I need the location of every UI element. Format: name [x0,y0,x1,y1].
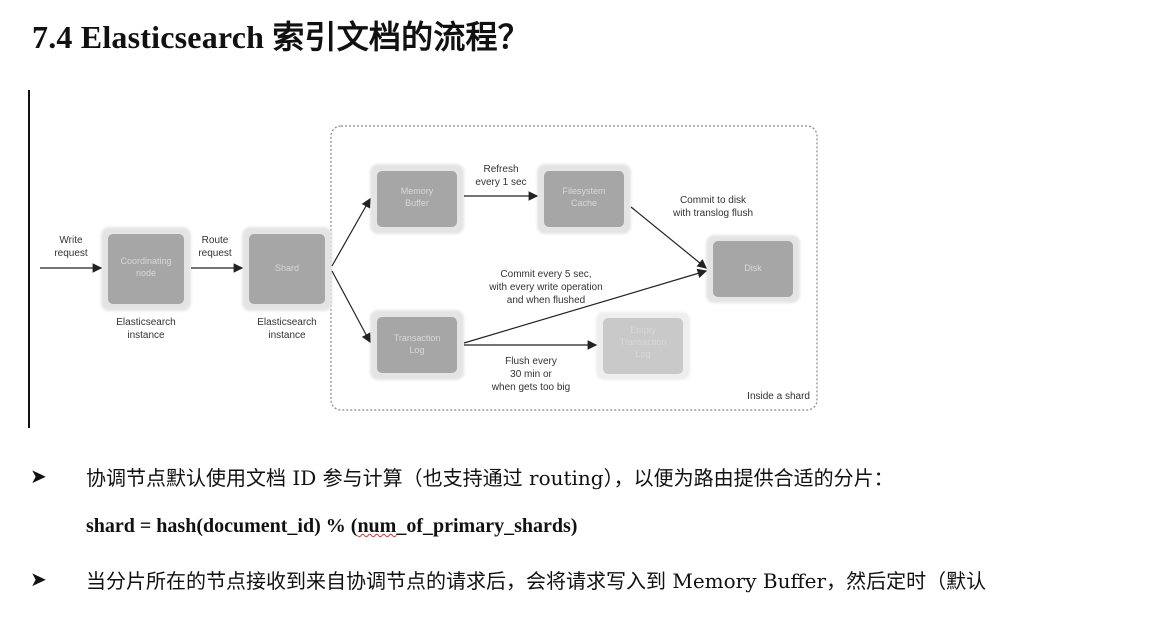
shard-container [330,125,818,411]
disk-box: Disk [706,235,800,303]
bullet-arrow-icon: ➤ [30,464,47,488]
formula-part-1: shard = hash(document_id) % ( [86,515,358,537]
commit-every-label-1: Commit every 5 sec, [500,269,591,280]
memory-buffer-label-1: Memory [401,186,434,196]
coordinating-node-box: Coordinating node [101,227,191,311]
commit-to-disk-label-2: with translog flush [672,208,753,219]
empty-log-label-1: Empty [630,325,656,335]
coordinating-node-label-2: node [136,268,156,278]
bullet-text: 当分片所在的节点接收到来自协调节点的请求后，会将请求写入到 Memory Buf… [86,569,987,593]
arrow-commit-to-disk [630,206,707,269]
indexing-flow-diagram: Coordinating node Shard Memory Buffer Fi… [40,125,818,411]
arrow-commit-every [463,268,708,344]
instance-label-2a: Elasticsearch [257,317,316,328]
arrow-to-memory-buffer [331,197,371,267]
memory-buffer-box: Memory Buffer [370,164,464,234]
formula-part-3: _of_primary_shards) [396,515,578,537]
shard-box: Shard [242,227,332,311]
arrow-to-transaction-log [331,270,371,344]
empty-log-label-2: Transaction [620,337,667,347]
write-request-label-1: Write [59,235,83,246]
route-request-label-1: Route [202,235,229,246]
instance-label-1b: instance [127,330,165,341]
commit-every-label-3: and when flushed [507,295,585,306]
shard-label: Shard [275,263,299,273]
bullet-text: 协调节点默认使用文档 ID 参与计算（也支持通过 routing），以便为路由提… [86,466,894,490]
filesystem-cache-label-1: Filesystem [562,186,605,196]
refresh-label-2: every 1 sec [475,177,526,188]
coordinating-node-label-1: Coordinating [120,256,171,266]
route-request-label-2: request [198,248,232,259]
instance-label-2b: instance [268,330,306,341]
formula-part-2: num [357,515,397,537]
left-margin-rule [28,90,30,428]
bullet-arrow-icon: ➤ [30,567,47,591]
flush-every-label-1: Flush every [505,356,557,367]
bullet-item: ➤ 协调节点默认使用文档 ID 参与计算（也支持通过 routing），以便为路… [0,462,1155,496]
disk-label: Disk [744,263,762,273]
instance-label-1a: Elasticsearch [116,317,175,328]
commit-every-label-2: with every write operation [488,282,602,293]
write-request-label-2: request [54,248,88,259]
transaction-log-label-2: Log [409,345,424,355]
page-title: 7.4 Elasticsearch 索引文档的流程？ [32,19,530,55]
refresh-label-1: Refresh [483,164,518,175]
transaction-log-label-1: Transaction [394,333,441,343]
filesystem-cache-box: Filesystem Cache [537,164,631,234]
filesystem-cache-label-2: Cache [571,198,597,208]
empty-log-label-3: Log [635,349,650,359]
flush-every-label-3: when gets too big [491,382,570,393]
shard-formula: shard = hash(document_id) % (num_of_prim… [86,515,577,538]
inside-shard-label: Inside a shard [747,391,810,402]
empty-transaction-log-box: Empty Transaction Log [596,312,690,380]
flush-every-label-2: 30 min or [510,369,552,380]
transaction-log-box: Transaction Log [370,310,464,380]
commit-to-disk-label-1: Commit to disk [680,195,747,206]
memory-buffer-label-2: Buffer [405,198,429,208]
bullet-item: ➤ 当分片所在的节点接收到来自协调节点的请求后，会将请求写入到 Memory B… [0,565,1155,599]
